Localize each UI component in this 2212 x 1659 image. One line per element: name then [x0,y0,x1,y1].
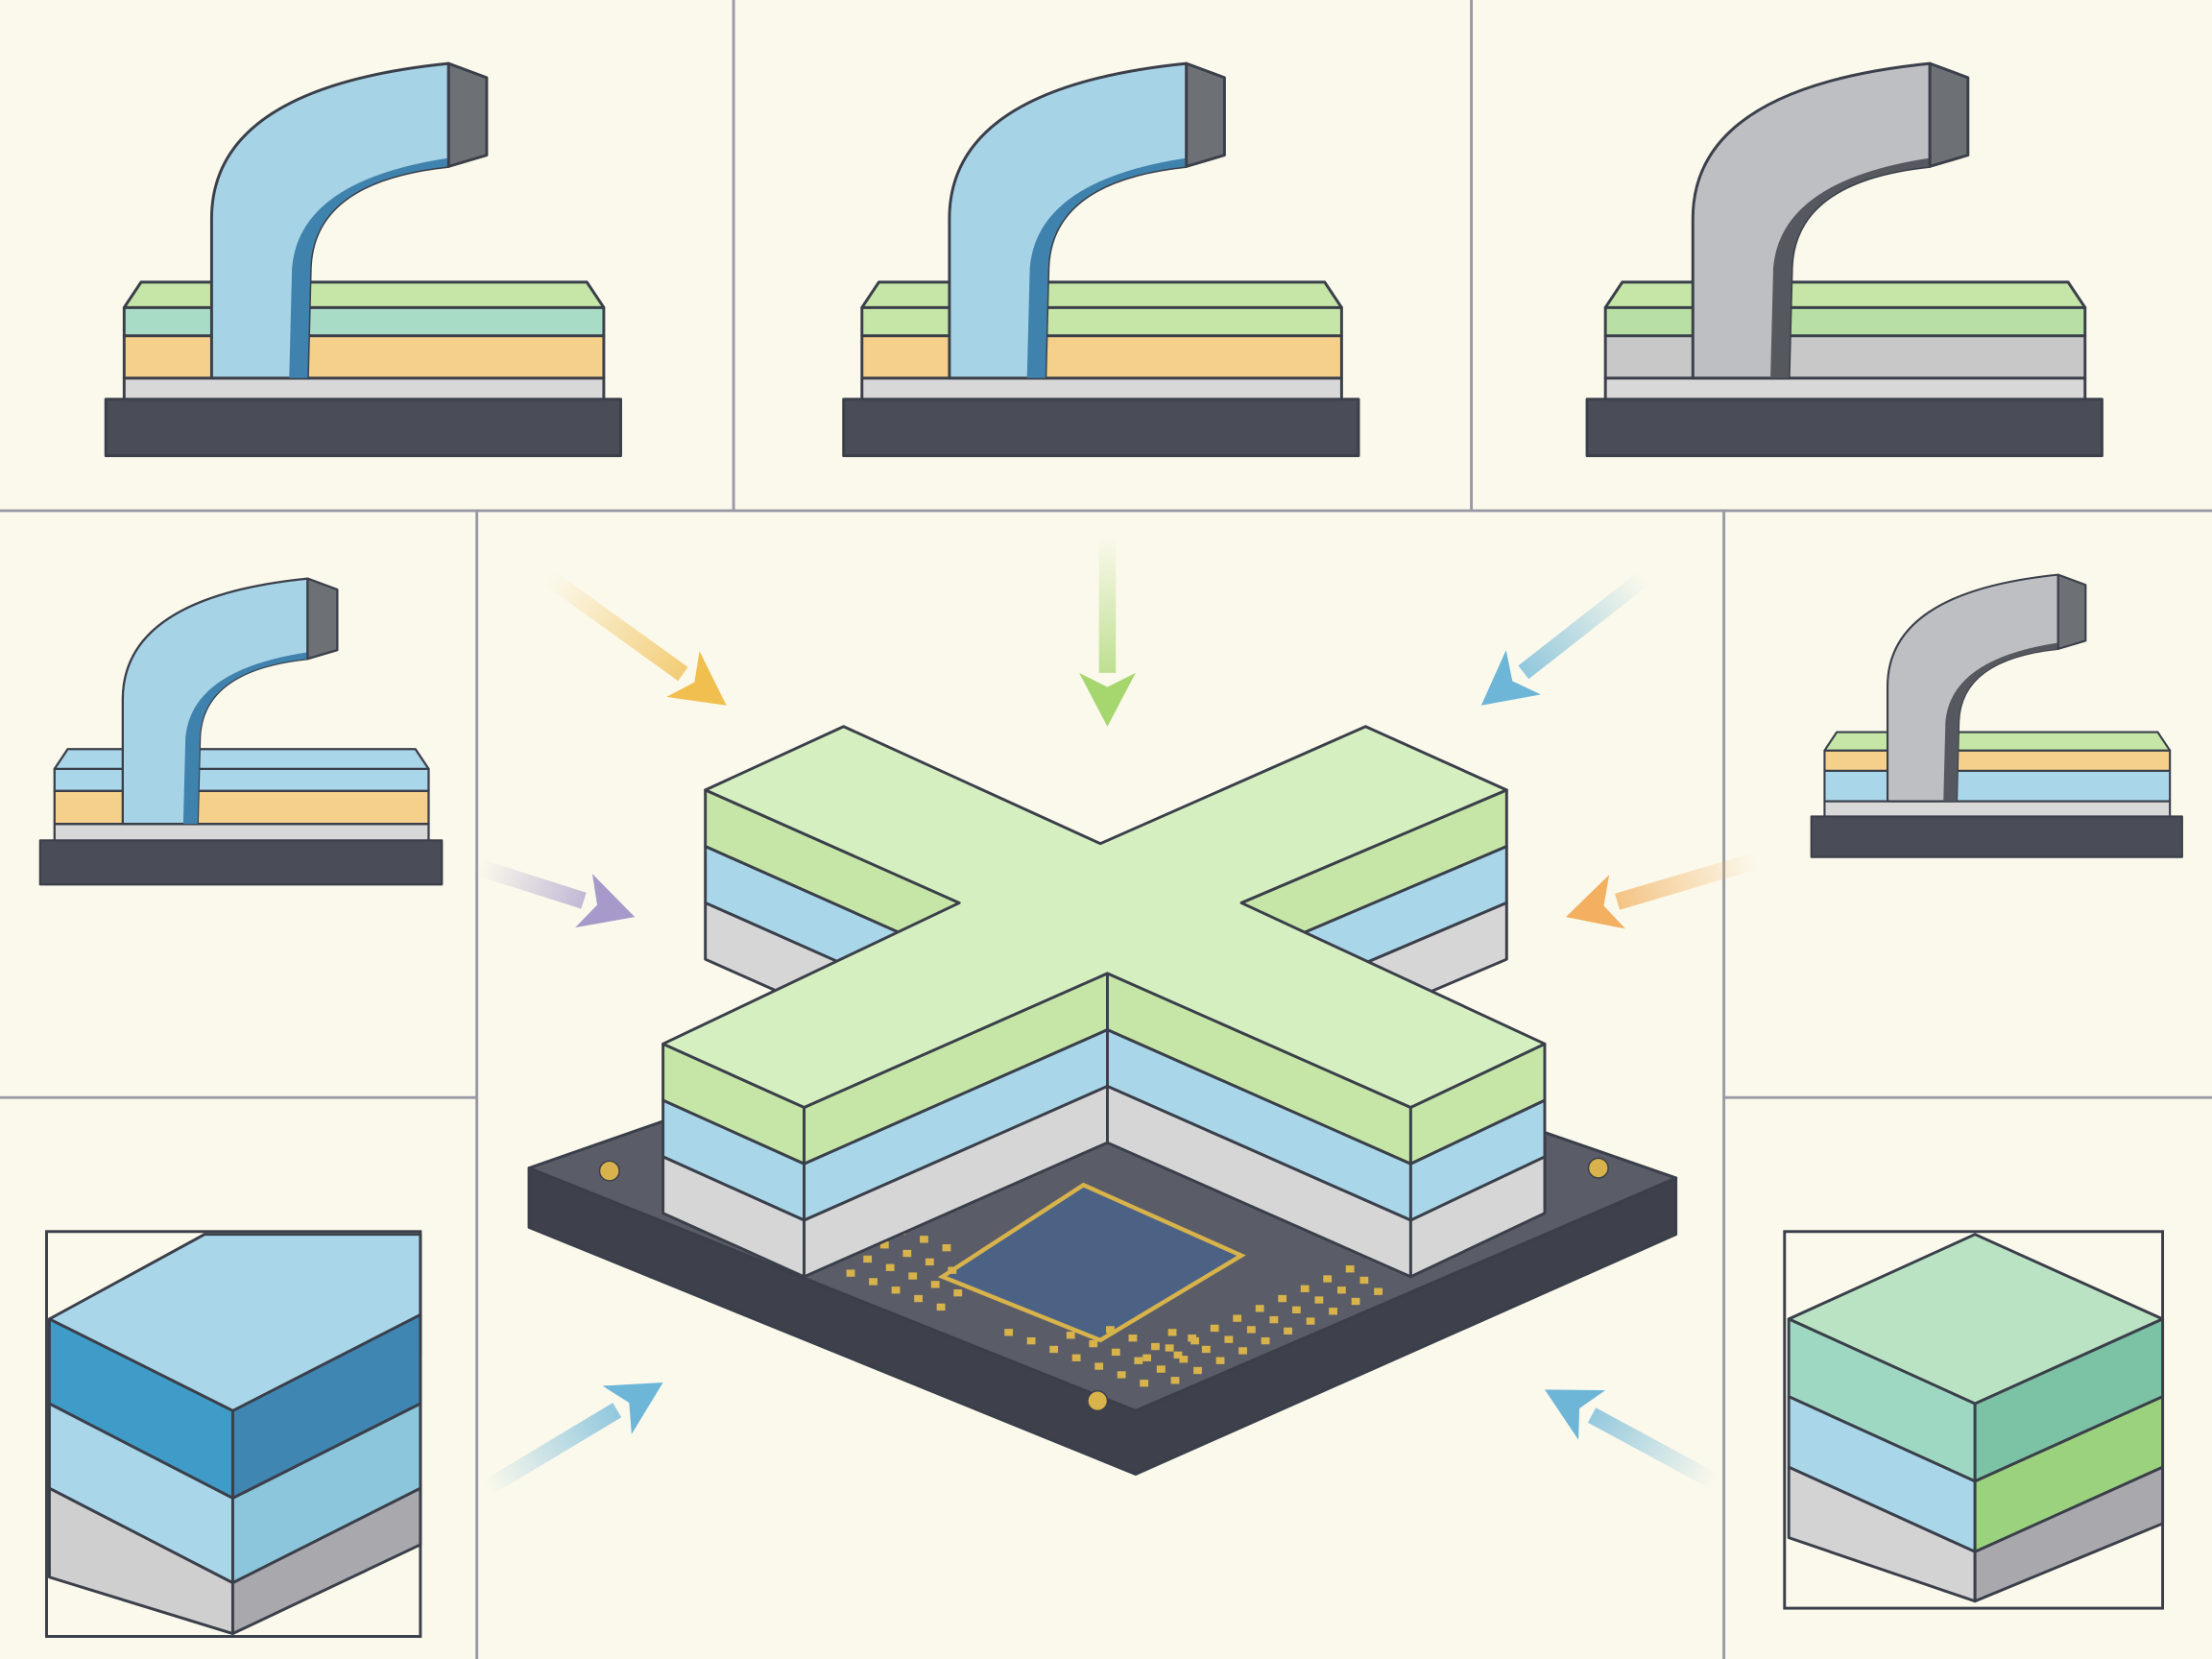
pad [1004,1329,1014,1336]
pad [1278,1294,1287,1303]
arrow-shaft [1587,1407,1719,1489]
corner-pad-icon [1587,1157,1609,1179]
pad [920,1236,928,1243]
cable-stack-mid-left [38,577,444,886]
cable-stack-top-left [104,61,623,458]
arrow-head-icon [1480,650,1541,706]
layer-block-bottom-left [45,1230,422,1638]
pad [1224,1335,1234,1343]
arrow-shaft [1615,852,1759,910]
arrow-head-icon [602,1382,663,1434]
pad [908,1272,918,1280]
pad [1128,1334,1138,1342]
pad [1374,1287,1382,1295]
pad [1351,1297,1360,1306]
pad [1071,1354,1081,1361]
layer-block-bottom-right [1783,1230,2165,1610]
pad [1026,1336,1036,1345]
pad [1233,1314,1242,1322]
pad [1179,1356,1189,1363]
pad [1165,1344,1174,1352]
pad [1106,1326,1115,1334]
pad [1336,1286,1346,1294]
pad [948,1266,957,1274]
pad [902,1249,912,1258]
pad [1193,1366,1202,1375]
pad [1255,1305,1264,1312]
arrow-head-icon [666,651,727,706]
pad [1323,1275,1333,1283]
pad [1359,1276,1369,1285]
cable-stack-top-center [842,61,1360,458]
chip-die [937,1182,1246,1343]
pad [863,1255,873,1263]
pad [1156,1365,1166,1373]
pad [1173,1351,1183,1359]
pad [1269,1315,1279,1324]
corner-pad-icon [1087,1390,1109,1412]
pad [914,1294,923,1303]
chip-pads [846,1227,1382,1387]
pad [846,1269,855,1277]
arrow-shaft [482,1403,622,1496]
pad [1151,1342,1160,1351]
pad [1117,1371,1126,1379]
arrow-head-icon [1544,1389,1606,1440]
pad [1210,1324,1219,1333]
pad [1170,1377,1180,1384]
pad [1167,1329,1177,1336]
pad [1246,1326,1256,1334]
pad [1306,1317,1315,1325]
pad [936,1303,946,1311]
arrow-head-icon [1079,672,1136,727]
pad [925,1258,934,1266]
pad [942,1244,951,1252]
layer-face [1408,1155,1547,1279]
pad [1049,1345,1059,1354]
pad [1188,1334,1197,1342]
pad [1284,1327,1292,1335]
arrow-shaft [544,571,688,682]
pad [1134,1357,1143,1364]
pad [1300,1285,1310,1292]
pad [891,1286,901,1294]
pad [869,1278,878,1286]
pad [1261,1336,1270,1345]
arrow-shaft [1518,571,1649,680]
corner-pad-icon [598,1160,620,1182]
pad [1089,1339,1098,1348]
cable-stack-mid-right [1810,573,2183,858]
pad [1094,1362,1104,1370]
cross-layer-stack [661,725,1547,1279]
pad [930,1281,940,1288]
arrow-shaft [476,859,587,909]
pad [1238,1347,1247,1355]
pad [1215,1357,1225,1364]
pad [1066,1332,1075,1339]
pad [1291,1306,1301,1313]
cable-stack-top-right [1585,61,2104,458]
pad [953,1289,963,1297]
pad [1111,1348,1120,1357]
pad [879,1241,889,1249]
pad [1201,1345,1211,1354]
pad [1329,1308,1337,1315]
arrows [476,536,1759,1496]
arrow-head-icon [1566,875,1625,929]
pad [1314,1296,1324,1304]
pad [1142,1354,1152,1361]
arrow-head-icon [575,874,636,928]
pad [885,1263,895,1271]
pad [1140,1380,1149,1387]
pad [1345,1265,1355,1273]
